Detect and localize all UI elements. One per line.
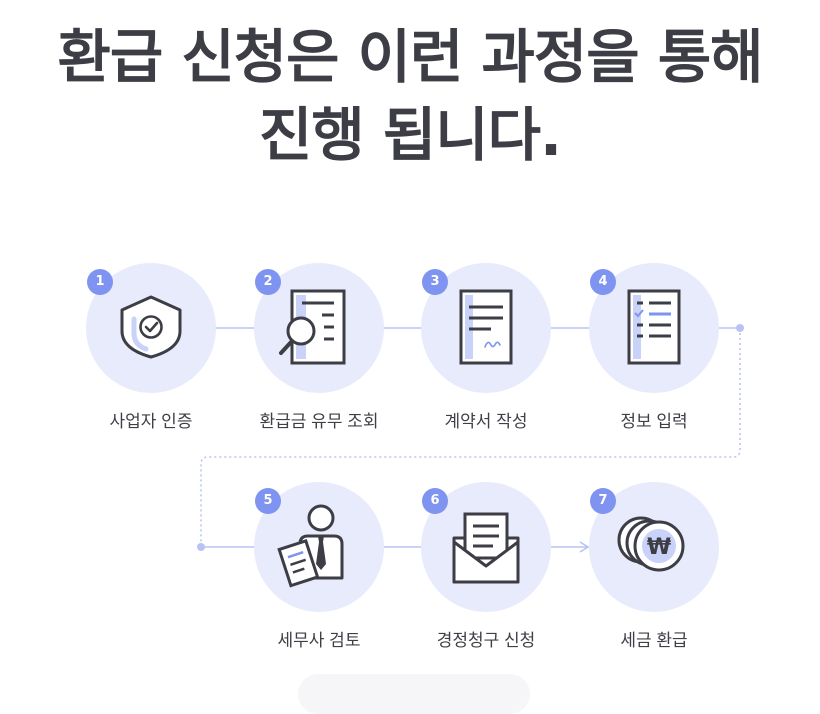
step-number-badge: 4 — [590, 269, 616, 295]
step-circle: ₩ — [589, 482, 719, 612]
step-label: 환급금 유무 조회 — [259, 412, 379, 431]
checklist-icon — [627, 289, 681, 365]
connector-dot-left — [197, 543, 205, 551]
step-number-badge: 5 — [255, 488, 281, 514]
process-connectors — [197, 324, 744, 553]
envelope-letter-icon — [452, 512, 520, 584]
step-circle — [589, 263, 719, 393]
shield-check-icon — [120, 295, 182, 359]
won-coins-icon: ₩ — [617, 516, 685, 572]
step-label: 계약서 작성 — [444, 412, 528, 431]
step-label: 세금 환급 — [620, 631, 688, 650]
step-number-badge: 2 — [255, 269, 281, 295]
tax-accountant-icon — [277, 504, 344, 588]
page-title: 환급 신청은 이런 과정을 통해 진행 됩니다. — [0, 18, 820, 174]
step-label: 경정청구 신청 — [436, 631, 536, 650]
connector-wrap-dotted — [200, 328, 741, 547]
step-label: 정보 입력 — [620, 412, 688, 431]
step-number-badge: 3 — [422, 269, 448, 295]
step-number-badge: 6 — [422, 488, 448, 514]
step-label: 세무사 검토 — [277, 631, 361, 650]
title-line-2: 진행 됩니다. — [258, 101, 562, 169]
step-label: 사업자 인증 — [109, 412, 193, 431]
step-number-badge: 7 — [590, 488, 616, 514]
bottom-button-shadow — [298, 674, 530, 714]
step-number-badge: 1 — [87, 269, 113, 295]
connector-dot-right — [736, 324, 744, 332]
title-line-1: 환급 신청은 이런 과정을 통해 — [57, 23, 763, 91]
step-circle — [254, 482, 384, 612]
svg-text:₩: ₩ — [647, 535, 671, 560]
arrow-head-icon — [579, 541, 590, 553]
contract-signature-icon — [459, 289, 513, 365]
document-search-icon — [279, 289, 346, 365]
